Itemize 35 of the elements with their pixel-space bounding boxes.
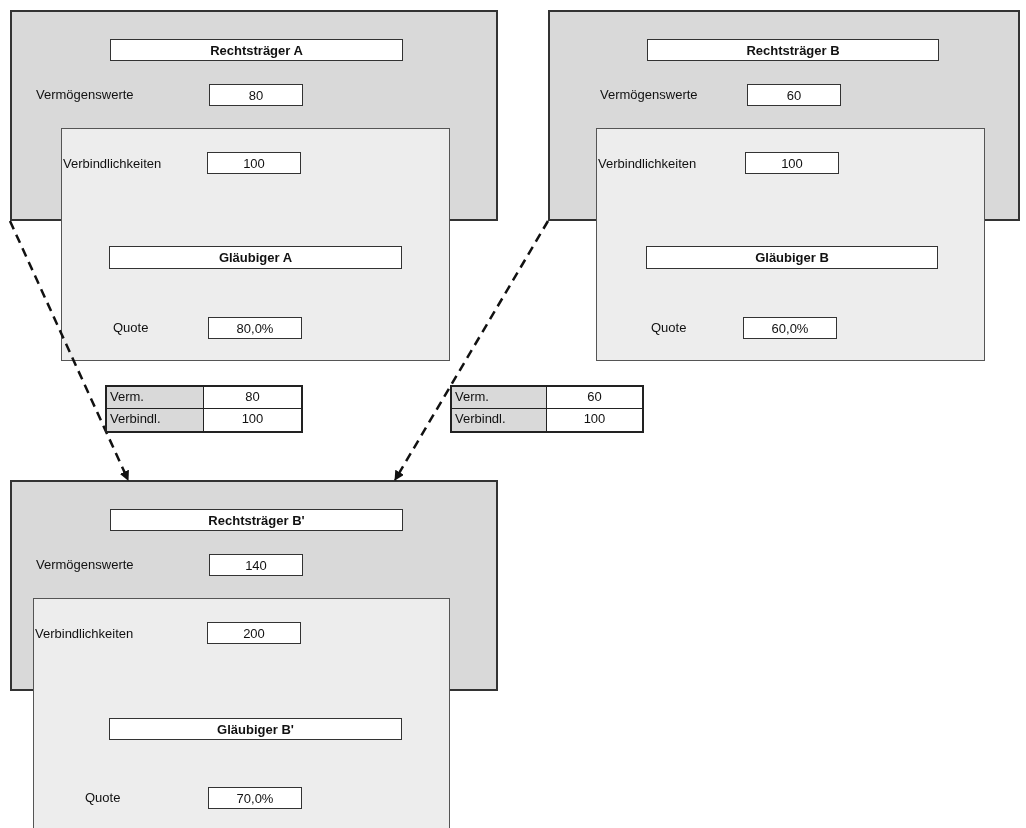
value-box: 60 — [747, 84, 841, 106]
heading-box: Rechtsträger B' — [110, 509, 403, 531]
row-label: Verbindlichkeiten — [35, 625, 134, 643]
row-label: Quote — [651, 319, 687, 337]
heading-box: Rechtsträger A — [110, 39, 403, 61]
data-table — [105, 385, 303, 433]
row-label: Vermögenswerte — [36, 556, 134, 574]
value-box: 200 — [207, 622, 301, 644]
value-box: 60,0% — [743, 317, 837, 339]
table-cell: Verm. — [452, 387, 547, 409]
heading-box: Gläubiger B' — [109, 718, 402, 740]
heading-box: Gläubiger B — [646, 246, 938, 269]
row-label: Verbindlichkeiten — [63, 155, 162, 173]
row-label: Quote — [85, 789, 121, 807]
data-table — [450, 385, 644, 433]
creditor-panel — [596, 128, 985, 361]
row-label: Vermögenswerte — [600, 86, 698, 104]
table-cell: Verbindl. — [452, 409, 547, 431]
value-box: 80,0% — [208, 317, 302, 339]
creditor-panel — [33, 598, 450, 828]
row-label: Vermögenswerte — [36, 86, 134, 104]
row-label: Verbindlichkeiten — [598, 155, 697, 173]
value-box: 100 — [207, 152, 301, 174]
value-box: 70,0% — [208, 787, 302, 809]
creditor-panel — [61, 128, 450, 361]
value-box: 100 — [745, 152, 839, 174]
dashed-arrow — [393, 220, 550, 481]
heading-box: Rechtsträger B — [647, 39, 939, 61]
table-cell: Verm. — [107, 387, 204, 409]
table-cell: Verbindl. — [107, 409, 204, 431]
row-label: Quote — [113, 319, 149, 337]
dashed-arrow — [8, 220, 130, 481]
value-box: 140 — [209, 554, 303, 576]
value-box: 80 — [209, 84, 303, 106]
heading-box: Gläubiger A — [109, 246, 402, 269]
